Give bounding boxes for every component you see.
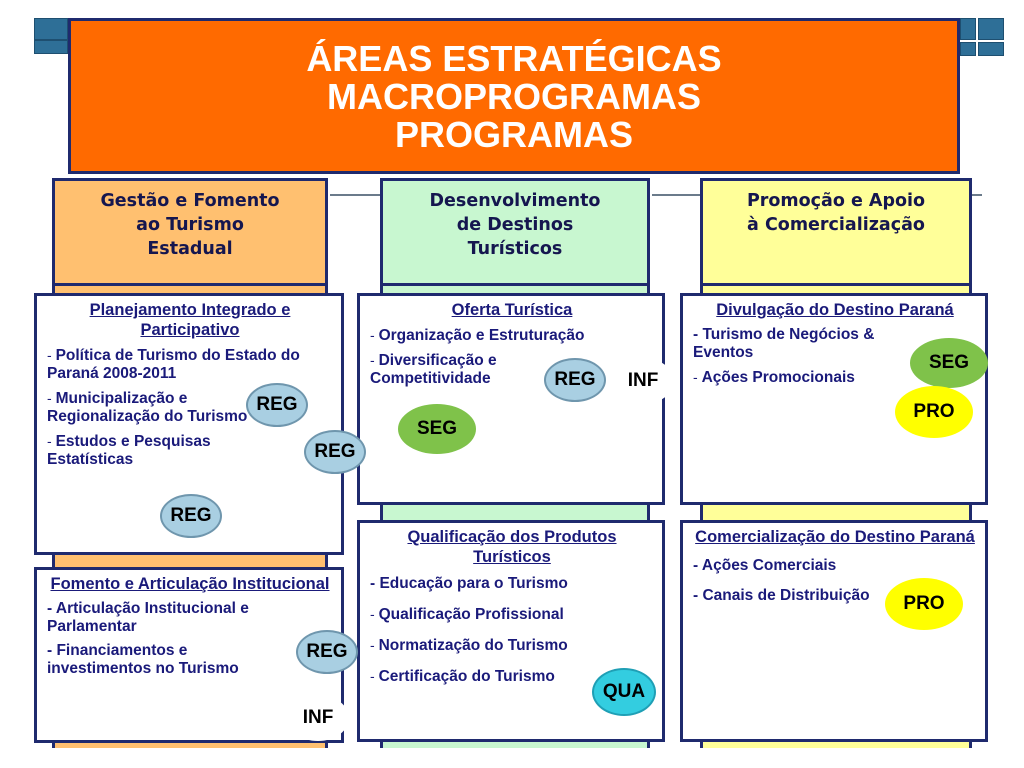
title-line-2: MACROPROGRAMAS bbox=[327, 76, 701, 117]
badge-qua: QUA bbox=[592, 668, 656, 716]
badge-reg: REG bbox=[296, 630, 358, 674]
column-header-1: Gestão e Fomento ao Turismo Estadual bbox=[52, 178, 328, 286]
column-header-3-line: à Comercialização bbox=[747, 215, 925, 235]
list-item: - Articulação Institucional e Parlamenta… bbox=[47, 600, 249, 635]
badge-reg: REG bbox=[544, 358, 606, 402]
panel-title: Qualificação dos Produtos Turísticos bbox=[407, 528, 617, 566]
list-item: - Ações Promocionais bbox=[693, 369, 855, 386]
badge-reg: REG bbox=[246, 383, 308, 427]
column-header-1-line: ao Turismo bbox=[136, 215, 244, 235]
connector-line bbox=[652, 194, 702, 196]
list-item: - Certificação do Turismo bbox=[370, 668, 555, 685]
list-item: - Turismo de Negócios & Eventos bbox=[693, 326, 875, 361]
panel-title: Comercialização do Destino Paraná bbox=[695, 528, 975, 546]
column-header-2-line: Turísticos bbox=[467, 239, 563, 259]
badge-inf: INF bbox=[612, 358, 674, 404]
panel-title: Oferta Turística bbox=[451, 301, 573, 319]
panel-oferta: Oferta Turística - Organização e Estrutu… bbox=[357, 293, 665, 505]
badge-pro: PRO bbox=[895, 386, 973, 438]
list-item: - Canais de Distribuição bbox=[693, 587, 870, 604]
page-title: ÁREAS ESTRATÉGICAS MACROPROGRAMAS PROGRA… bbox=[68, 18, 960, 174]
column-header-3-line: Promoção e Apoio bbox=[746, 191, 926, 211]
connector-line bbox=[330, 194, 380, 196]
decorative-square bbox=[960, 18, 976, 40]
list-item: - Estudos e Pesquisas Estatísticas bbox=[47, 433, 211, 468]
title-line-1: ÁREAS ESTRATÉGICAS bbox=[306, 38, 722, 79]
badge-inf: INF bbox=[287, 695, 349, 741]
column-header-2-line: de Destinos bbox=[456, 215, 574, 235]
column-header-2: Desenvolvimento de Destinos Turísticos bbox=[380, 178, 650, 286]
badge-seg: SEG bbox=[398, 404, 476, 454]
decorative-square bbox=[978, 18, 1004, 40]
badge-reg: REG bbox=[160, 494, 222, 538]
panel-comercializacao: Comercialização do Destino Paraná - Açõe… bbox=[680, 520, 988, 742]
decorative-square bbox=[960, 42, 976, 56]
list-item: - Municipalização e Regionalização do Tu… bbox=[47, 390, 248, 425]
badge-pro: PRO bbox=[885, 578, 963, 630]
panel-title: Planejamento Integrado e Participativo bbox=[89, 301, 291, 339]
list-item: - Normatização do Turismo bbox=[370, 637, 568, 654]
list-item: - Ações Comerciais bbox=[693, 557, 837, 574]
panel-title: Divulgação do Destino Paraná bbox=[716, 301, 954, 319]
decorative-square bbox=[978, 42, 1004, 56]
badge-reg: REG bbox=[304, 430, 366, 474]
list-item: - Financiamentos e investimentos no Turi… bbox=[47, 642, 239, 677]
panel-qualificacao: Qualificação dos Produtos Turísticos - E… bbox=[357, 520, 665, 742]
column-header-3: Promoção e Apoio à Comercialização bbox=[700, 178, 972, 286]
badge-seg: SEG bbox=[910, 338, 988, 388]
column-header-1-line: Gestão e Fomento bbox=[100, 191, 280, 211]
column-header-2-line: Desenvolvimento bbox=[429, 191, 601, 211]
list-item: - Educação para o Turismo bbox=[370, 575, 568, 592]
column-header-1-line: Estadual bbox=[147, 239, 233, 259]
decorative-square bbox=[34, 18, 68, 40]
panel-title: Fomento e Articulação Institucional bbox=[50, 575, 330, 593]
title-line-3: PROGRAMAS bbox=[394, 114, 633, 155]
connector-line bbox=[970, 194, 982, 196]
list-item: - Qualificação Profissional bbox=[370, 606, 564, 623]
list-item: - Política de Turismo do Estado do Paran… bbox=[47, 347, 300, 382]
decorative-square bbox=[34, 40, 68, 54]
list-item: - Diversificação e Competitividade bbox=[370, 352, 497, 387]
list-item: - Organização e Estruturação bbox=[370, 327, 585, 344]
